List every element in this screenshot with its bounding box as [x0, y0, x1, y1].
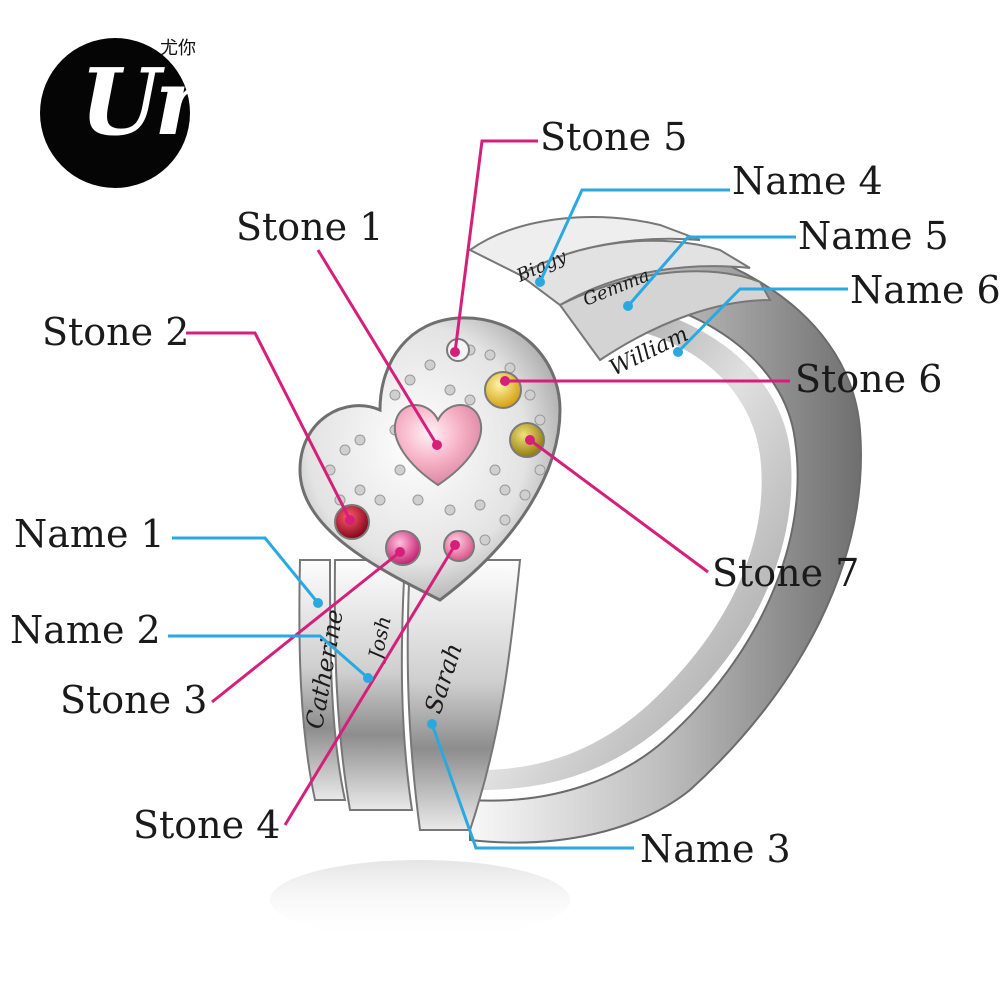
- logo-text: Uny: [80, 48, 269, 156]
- band-2-shank: [333, 559, 414, 811]
- label-name4: Name 4: [732, 159, 883, 203]
- label-name2: Name 2: [10, 608, 161, 652]
- label-name1: Name 1: [14, 512, 165, 556]
- label-stone2: Stone 2: [42, 310, 190, 354]
- label-stone5: Stone 5: [540, 115, 688, 159]
- leader-endpoint-dot: [432, 440, 442, 450]
- leader-endpoint-dot: [363, 673, 373, 683]
- leader-stone2: [186, 331, 352, 521]
- brand-logo: Uny 尤你: [40, 38, 269, 188]
- leader-endpoint-dot: [427, 719, 437, 729]
- pave-beads: [324, 344, 546, 546]
- leader-endpoint-dot: [450, 540, 460, 550]
- leader-stone4: [283, 544, 457, 826]
- ring-band-inner: [480, 300, 792, 790]
- reflection: [270, 860, 570, 940]
- label-stone3: Stone 3: [60, 678, 208, 722]
- label-name6: Name 6: [850, 268, 1000, 312]
- leader-stone5: [453, 139, 538, 353]
- ring-band-back: [469, 228, 862, 844]
- leader-stone3: [211, 550, 401, 704]
- label-name5: Name 5: [798, 214, 949, 258]
- logo-circle: [40, 38, 190, 188]
- leader-name3: [430, 723, 634, 850]
- leader-endpoint-dot: [450, 347, 460, 357]
- leader-lines: [168, 139, 848, 850]
- band-top-3: [558, 270, 772, 362]
- leader-stone7: [529, 438, 709, 574]
- leader-name6: [676, 287, 848, 354]
- leader-name2: [168, 634, 369, 680]
- leader-endpoint-dot: [535, 277, 545, 287]
- leader-endpoint-dot: [623, 301, 633, 311]
- label-stone6: Stone 6: [795, 357, 943, 401]
- leader-endpoint-dot: [313, 598, 323, 608]
- label-stone7: Stone 7: [712, 551, 860, 595]
- leader-name4: [538, 188, 730, 283]
- leader-endpoint-dot: [345, 515, 355, 525]
- leader-stone1: [316, 249, 439, 446]
- leader-name1: [172, 536, 320, 604]
- leader-endpoint-dot: [500, 376, 510, 386]
- band-top-2: [518, 239, 751, 307]
- leader-name5: [626, 235, 796, 307]
- leader-endpoint-dot: [525, 435, 535, 445]
- leader-endpoint-dot: [395, 547, 405, 557]
- leader-endpoint-dot: [673, 347, 683, 357]
- label-stone1: Stone 1: [236, 205, 384, 249]
- logo-chinese-text: 尤你: [160, 38, 196, 59]
- label-name3: Name 3: [640, 827, 791, 871]
- band-1-shank: [298, 559, 347, 801]
- label-stone4: Stone 4: [133, 803, 281, 847]
